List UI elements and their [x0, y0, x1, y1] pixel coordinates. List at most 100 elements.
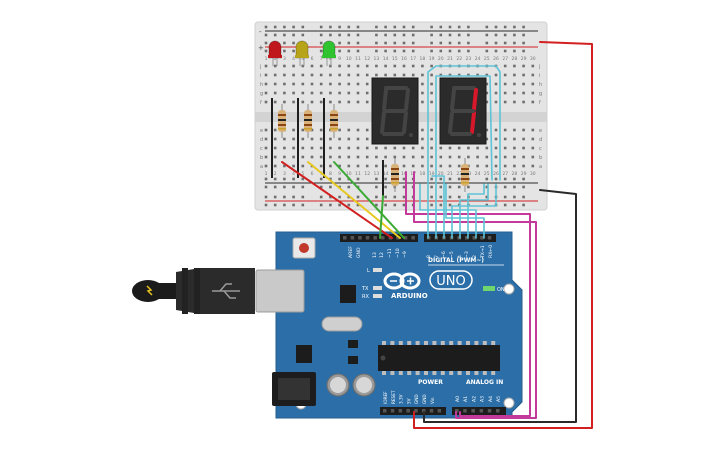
breadboard-hole: [319, 64, 323, 68]
header-pin[interactable]: [358, 236, 362, 240]
breadboard-hole: [283, 49, 286, 53]
breadboard-hole: [319, 82, 323, 86]
breadboard-hole: [485, 100, 489, 104]
header-pin[interactable]: [487, 409, 492, 413]
breadboard-hole: [283, 146, 286, 150]
breadboard-hole: [264, 33, 268, 37]
header-pin[interactable]: [422, 409, 426, 413]
breadboard-hole: [283, 100, 286, 104]
breadboard-hole: [439, 185, 443, 189]
header-pin[interactable]: [437, 409, 442, 413]
breadboard-hole: [448, 155, 452, 159]
breadboard-hole: [384, 33, 387, 37]
header-pin[interactable]: [398, 409, 403, 413]
header-pin[interactable]: [480, 236, 484, 240]
chip-pin: [390, 341, 395, 345]
header-pin[interactable]: [472, 236, 477, 240]
breadboard-hole: [347, 41, 351, 45]
column-number: 16: [401, 56, 407, 62]
header-pin[interactable]: [411, 236, 415, 240]
header-pin[interactable]: [429, 409, 434, 413]
row-letter: d: [260, 137, 263, 143]
breadboard-hole: [522, 185, 525, 189]
breadboard-hole: [375, 25, 378, 29]
breadboard-hole: [319, 73, 323, 77]
header-pin[interactable]: [414, 409, 418, 413]
header-pin[interactable]: [383, 409, 387, 413]
segment-c: [470, 111, 476, 134]
breadboard-hole: [292, 203, 295, 207]
breadboard-hole: [292, 49, 295, 53]
breadboard-hole: [384, 195, 387, 199]
column-number: 3: [283, 56, 286, 62]
header-pin[interactable]: [381, 236, 385, 240]
breadboard-hole: [310, 137, 314, 141]
row-letter: i: [260, 73, 261, 79]
breadboard-hole: [494, 137, 498, 141]
breadboard-hole: [329, 177, 332, 181]
breadboard-hole: [329, 73, 332, 77]
breadboard-hole: [292, 41, 295, 45]
header-pin[interactable]: [457, 236, 461, 240]
header-pin[interactable]: [496, 409, 500, 413]
column-number: 23: [466, 56, 472, 62]
breadboard-hole: [421, 137, 424, 141]
breadboard-hole: [273, 100, 277, 104]
header-pin[interactable]: [463, 409, 467, 413]
power-pin-label: GND: [414, 394, 419, 404]
breadboard-hole: [264, 100, 268, 104]
breadboard-hole: [439, 164, 443, 168]
row-letter: j: [538, 64, 540, 70]
breadboard-hole: [430, 41, 433, 45]
breadboard-hole: [467, 49, 470, 53]
breadboard-hole: [310, 91, 314, 95]
breadboard-hole: [430, 64, 433, 68]
row-letter: i: [539, 73, 540, 79]
breadboard-hole: [421, 128, 424, 132]
breadboard-hole: [494, 73, 498, 77]
reset-button-cap[interactable]: [299, 243, 309, 253]
breadboard-hole: [513, 164, 516, 168]
column-number: 9: [338, 56, 341, 62]
breadboard-hole: [485, 164, 489, 168]
breadboard-hole: [384, 177, 387, 181]
breadboard-hole: [513, 177, 516, 181]
arduino-wordmark: ARDUINO: [391, 292, 428, 300]
breadboard-hole: [329, 164, 332, 168]
breadboard-hole: [283, 33, 286, 37]
header-pin[interactable]: [350, 236, 355, 240]
segment-wire: [467, 183, 485, 239]
header-pin[interactable]: [403, 236, 408, 240]
breadboard-hole: [319, 203, 323, 207]
header-pin[interactable]: [465, 236, 469, 240]
usb-port: [255, 269, 305, 313]
breadboard-hole: [292, 195, 295, 199]
breadboard-hole: [329, 25, 332, 29]
rx-led: [373, 294, 382, 298]
breadboard-hole: [283, 185, 286, 189]
breadboard-hole: [319, 25, 323, 29]
mounting-hole: [503, 283, 515, 295]
breadboard-hole: [292, 128, 295, 132]
breadboard-hole: [338, 177, 341, 181]
column-number: 30: [530, 56, 536, 62]
breadboard-hole: [494, 155, 498, 159]
header-pin[interactable]: [365, 236, 370, 240]
header-pin[interactable]: [343, 236, 347, 240]
arduino-logo: ARDUINO: [383, 272, 428, 300]
breadboard-hole: [531, 82, 535, 86]
header-pin[interactable]: [406, 409, 410, 413]
header-pin[interactable]: [373, 236, 377, 240]
header-pin[interactable]: [396, 236, 400, 240]
right-seven-segment: [439, 77, 487, 145]
chip-pin: [491, 341, 496, 345]
header-pin[interactable]: [390, 409, 395, 413]
breadboard-hole: [421, 146, 424, 150]
row-letter: j: [259, 64, 261, 70]
header-pin[interactable]: [479, 409, 484, 413]
header-pin[interactable]: [487, 236, 492, 240]
breadboard-hole: [356, 25, 360, 29]
header-pin[interactable]: [455, 409, 459, 413]
header-pin[interactable]: [471, 409, 475, 413]
column-number: 10: [346, 171, 352, 177]
